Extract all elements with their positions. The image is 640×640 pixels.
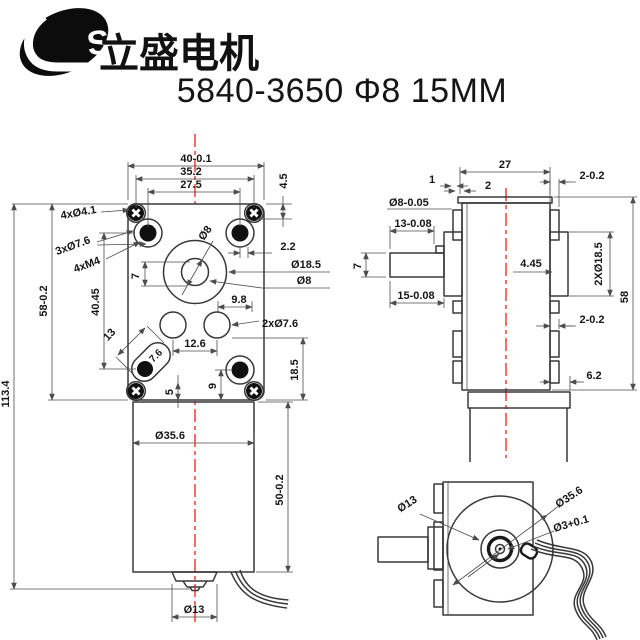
dim-corner-holes: 4xØ4.1 [60,204,98,222]
dim-side-shaft-dia: Ø8-0.05 [389,197,429,209]
dim-mid-hole-offset: 9.8 [231,294,246,306]
dim-lower-span: 18.5 [289,359,301,380]
mid-hole-left [159,311,187,339]
dim-motor-length: 50-0.2 [274,474,286,505]
dim-top-offset: 4.5 [278,173,290,188]
side-boss-right [549,231,569,297]
brand-name: 立盛电机 [99,32,259,76]
dim-mid-hole-pitch: 12.6 [184,338,205,350]
dim-hole-pitch: 27.5 [180,179,201,191]
dim-side-shaft-height: 7 [352,263,364,269]
side-dimension-lines [363,169,636,391]
side-motor-collar [467,391,571,409]
bottom-shaft-boss [427,526,444,570]
dim-rear-hub-dia: Ø13 [184,604,205,616]
dim-shaft-dia: Ø8 [297,275,312,287]
front-view: 40-0.1 35.2 27.5 4.5 4xØ4.1 3xØ7.6 4xM4 … [0,134,330,622]
front-wires [230,569,289,609]
dim-side-boss-dia: 2XØ18.5 [593,242,605,285]
dim-gearbox-height: 58-0.2 [38,285,50,316]
dim-slot-offset: 5 [164,389,176,395]
side-boss-left [443,231,463,297]
dim-rib-bottom: 6.2 [586,370,601,382]
dim-bore-offset: 7 [130,273,142,279]
dim-overall-height: 113.4 [0,380,12,408]
corner-screws [125,202,265,402]
logo-swoosh [24,12,88,72]
dim-center-offset: 4.45 [520,258,541,270]
side-body [389,196,571,462]
dim-bottom-motor-dia: Ø35.6 [554,484,586,510]
logo-blob [19,8,109,76]
dim-mid-holes: 2xØ7.6 [262,318,298,330]
bottom-shaft [377,536,429,563]
dim-rib-top: 2-0.2 [579,170,604,182]
dim-shaft-length: 15-0.08 [397,290,434,302]
dim-bottom-tip-dia: Ø3+0.1 [552,513,590,535]
bottom-leader-lines [419,504,561,586]
dim-flat-length: 13-0.08 [394,218,431,230]
mid-hole-right [203,311,231,339]
dim-mount-pitch: 35.2 [180,166,201,178]
dim-lower-hole-offset: 9 [207,383,219,389]
dim-step-two: 2 [485,180,491,192]
model-title: 5840-3650 Φ8 15MM [177,72,508,110]
dim-boss-dia: Ø18.5 [291,259,321,271]
dim-step-one: 1 [429,174,435,186]
dim-side-width: 27 [499,159,511,171]
dim-hole-pitch-v: 40.45 [90,288,102,316]
dim-overall-width: 40-0.1 [180,153,211,165]
bottom-wires [530,539,607,640]
dim-motor-dia: Ø35.6 [155,430,185,442]
dim-edge-offset: 2.2 [280,241,295,253]
dim-bottom-hub-dia: Ø13 [395,494,419,515]
logo: S [19,8,113,76]
dim-thread-holes: 4xM4 [72,255,103,276]
dim-counterbore-holes: 3xØ7.6 [54,234,92,258]
front-dimension-lines [11,163,330,620]
logo-letter: S [85,23,113,64]
motor-body [132,401,255,573]
dim-side-height: 58 [619,291,631,303]
bottom-view: Ø13 Ø35.6 Ø3+0.1 [377,481,607,640]
side-output-shaft [389,252,445,278]
dim-rib-mid: 2-0.2 [579,314,604,326]
side-view: 27 1 2 2-0.2 Ø8-0.05 13-0.08 15-0.08 7 4… [352,159,637,462]
motor-end-cap [171,571,218,592]
